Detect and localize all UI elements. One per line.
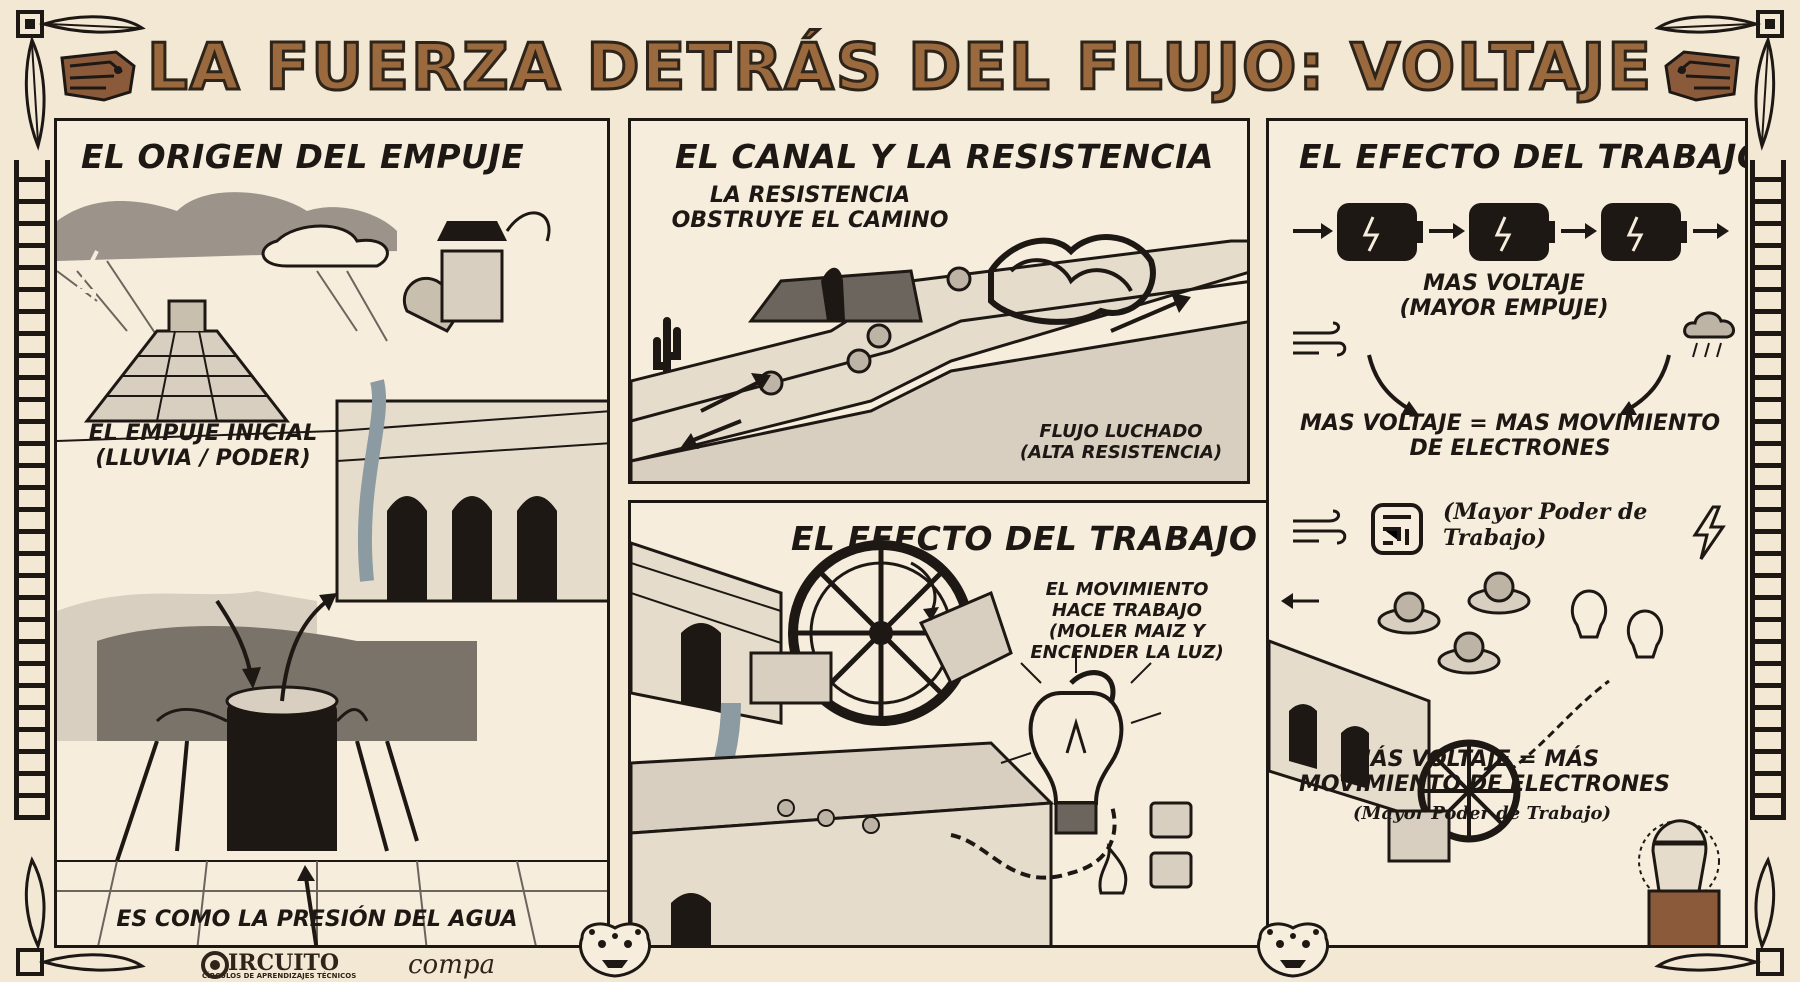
aqueduct-mill-illustration xyxy=(1269,571,1721,945)
serpent-glyph-icon xyxy=(60,50,136,102)
initial-push-label: EL EMPUJE INICIAL (LLUVIA / PODER) xyxy=(63,421,343,471)
jaguar-head-icon xyxy=(1257,922,1329,978)
panel-channel-resistance: EL CANAL Y LA RESISTENCIA LA RESISTENCIA… xyxy=(628,118,1250,484)
battery-icon xyxy=(1469,203,1555,261)
feather-icon xyxy=(16,856,146,976)
pyramid-rain-illustration xyxy=(57,192,607,741)
label-line: DE ELECTRONES xyxy=(1409,436,1611,461)
label-line: (Mayor Poder de xyxy=(1443,499,1648,525)
label-line: LA RESISTENCIA xyxy=(709,183,911,208)
page-title: LA FUERZA DETRÁS DEL FLUJO: VOLTAJE xyxy=(145,29,1654,106)
label-line: (MOLER MAIZ Y xyxy=(1048,621,1206,642)
label-line: ENCENDER LA LUZ) xyxy=(1030,642,1224,663)
circuito-logo-subtitle: CÍRCULOS DE APRENDIZAJES TÉCNICOS xyxy=(202,972,357,980)
battery-icon xyxy=(1337,203,1423,261)
label-line: MAS VOLTAJE = MAS MOVIMIENTO xyxy=(1299,411,1721,436)
feather-icon xyxy=(1654,856,1784,976)
battery-icon xyxy=(1601,203,1687,261)
maya-glyph-icon xyxy=(1371,503,1423,555)
circuito-logo-icon xyxy=(201,951,229,979)
jaguar-head-icon xyxy=(579,922,651,978)
panel-work-effect-voltage: EL EFECTO DEL TRABAJO MAS VOLTAJE (MAYOR… xyxy=(1266,118,1748,948)
panel-heading: EL EFECTO DEL TRABAJO xyxy=(1299,137,1748,176)
water-wheel-illustration xyxy=(631,540,1193,945)
struggling-flow-label: FLUJO LUCHADO (ALTA RESISTENCIA) xyxy=(1001,421,1241,463)
bottom-voltage-equation: MÁS VOLTAJE = MÁS MOVIMIENTO DE ELECTRON… xyxy=(1299,747,1671,797)
label-line: OBSTRUYE EL CAMINO xyxy=(671,208,949,233)
circuito-logo: IRCUITO xyxy=(228,950,340,976)
water-pressure-label: ES COMO LA PRESIÓN DEL AGUA xyxy=(116,907,518,932)
label-line: EL EMPUJE INICIAL xyxy=(88,421,318,446)
work-label: EL MOVIMIENTO HACE TRABAJO (MOLER MAIZ Y… xyxy=(1007,579,1247,663)
label-line: (MAYOR EMPUJE) xyxy=(1399,296,1609,321)
label-line: MOVIMIENTO DE ELECTRONES xyxy=(1299,772,1671,797)
pyramid-rain-illustration xyxy=(57,741,607,945)
wind-icon xyxy=(1293,321,1347,357)
feather-icon xyxy=(1654,10,1784,151)
curved-arrows xyxy=(1367,354,1671,415)
compa-logo: compa xyxy=(408,950,496,980)
label-line: MAS VOLTAJE xyxy=(1423,271,1585,296)
power-label: (Mayor Poder de Trabajo) xyxy=(1443,499,1647,551)
cloud-rain-icon xyxy=(1683,311,1736,358)
panel-heading: EL ORIGEN DEL EMPUJE xyxy=(81,137,525,176)
canal-resistance-illustration xyxy=(631,234,1247,481)
label-line: FLUJO LUCHADO xyxy=(1039,421,1203,442)
label-line: HACE TRABAJO xyxy=(1052,600,1202,621)
panel-heading: EL CANAL Y LA RESISTENCIA xyxy=(675,137,1214,176)
lightning-icon xyxy=(1692,505,1726,560)
serpent-glyph-icon xyxy=(1664,50,1740,102)
panel-work-effect: EL EFECTO DEL TRABAJO xyxy=(628,500,1280,948)
label-line: MÁS VOLTAJE = MÁS xyxy=(1348,747,1600,772)
label-line: (LLUVIA / PODER) xyxy=(95,446,311,471)
more-voltage-label: MAS VOLTAJE (MAYOR EMPUJE) xyxy=(1369,271,1639,321)
panel-heading: EL EFECTO DEL TRABAJO xyxy=(791,519,1258,558)
feather-icon xyxy=(16,10,146,151)
label-line: EL MOVIMIENTO xyxy=(1045,579,1209,600)
panel-origin: EL ORIGEN DEL EMPUJE xyxy=(54,118,610,948)
resistance-label: LA RESISTENCIA OBSTRUYE EL CAMINO xyxy=(645,183,975,233)
voltage-equation: MAS VOLTAJE = MAS MOVIMIENTO DE ELECTRON… xyxy=(1269,411,1745,461)
wind-icon xyxy=(1293,509,1347,545)
greek-key-border xyxy=(14,160,50,820)
greek-key-border xyxy=(1750,160,1786,820)
bottom-power-label: (Mayor Poder de Trabajo) xyxy=(1353,803,1611,824)
label-line: (ALTA RESISTENCIA) xyxy=(1019,442,1223,463)
label-line: Trabajo) xyxy=(1443,525,1547,551)
battery-chain-illustration xyxy=(1293,203,1729,261)
